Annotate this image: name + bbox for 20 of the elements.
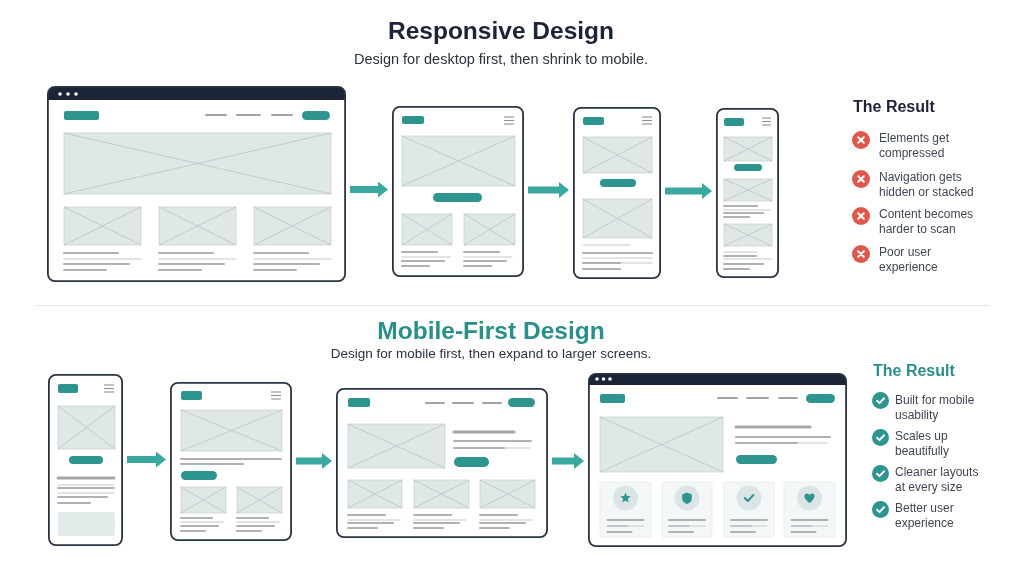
section-subtitle: Design for mobile first, then expand to larger screens. xyxy=(329,345,653,363)
result-item: Navigation gets hidden or stacked xyxy=(879,170,975,200)
desktop-wireframe xyxy=(588,373,847,547)
result-item: Poor user experience xyxy=(879,245,939,275)
section-subtitle: Design for desktop first, then shrink to mobile. xyxy=(352,50,650,68)
tablet-wireframe xyxy=(392,106,524,277)
result-item: Cleaner layouts at every size xyxy=(895,465,980,495)
section-title: Responsive Design xyxy=(387,16,615,46)
result-item: Elements get compressed xyxy=(879,131,951,161)
result-item: Content becomes harder to scan xyxy=(879,207,975,237)
result-heading: The Result xyxy=(853,97,936,117)
result-item: Scales up beautifully xyxy=(895,429,951,459)
result-item: Built for mobile usability xyxy=(895,393,976,423)
tablet-wireframe xyxy=(170,382,292,541)
result-heading: The Result xyxy=(873,361,956,381)
result-item: Better user experience xyxy=(895,501,955,531)
phone-wireframe xyxy=(48,374,123,546)
phone-wireframe xyxy=(716,108,779,278)
phone-wireframe xyxy=(573,107,661,279)
section-title: Mobile-First Design xyxy=(376,316,606,346)
